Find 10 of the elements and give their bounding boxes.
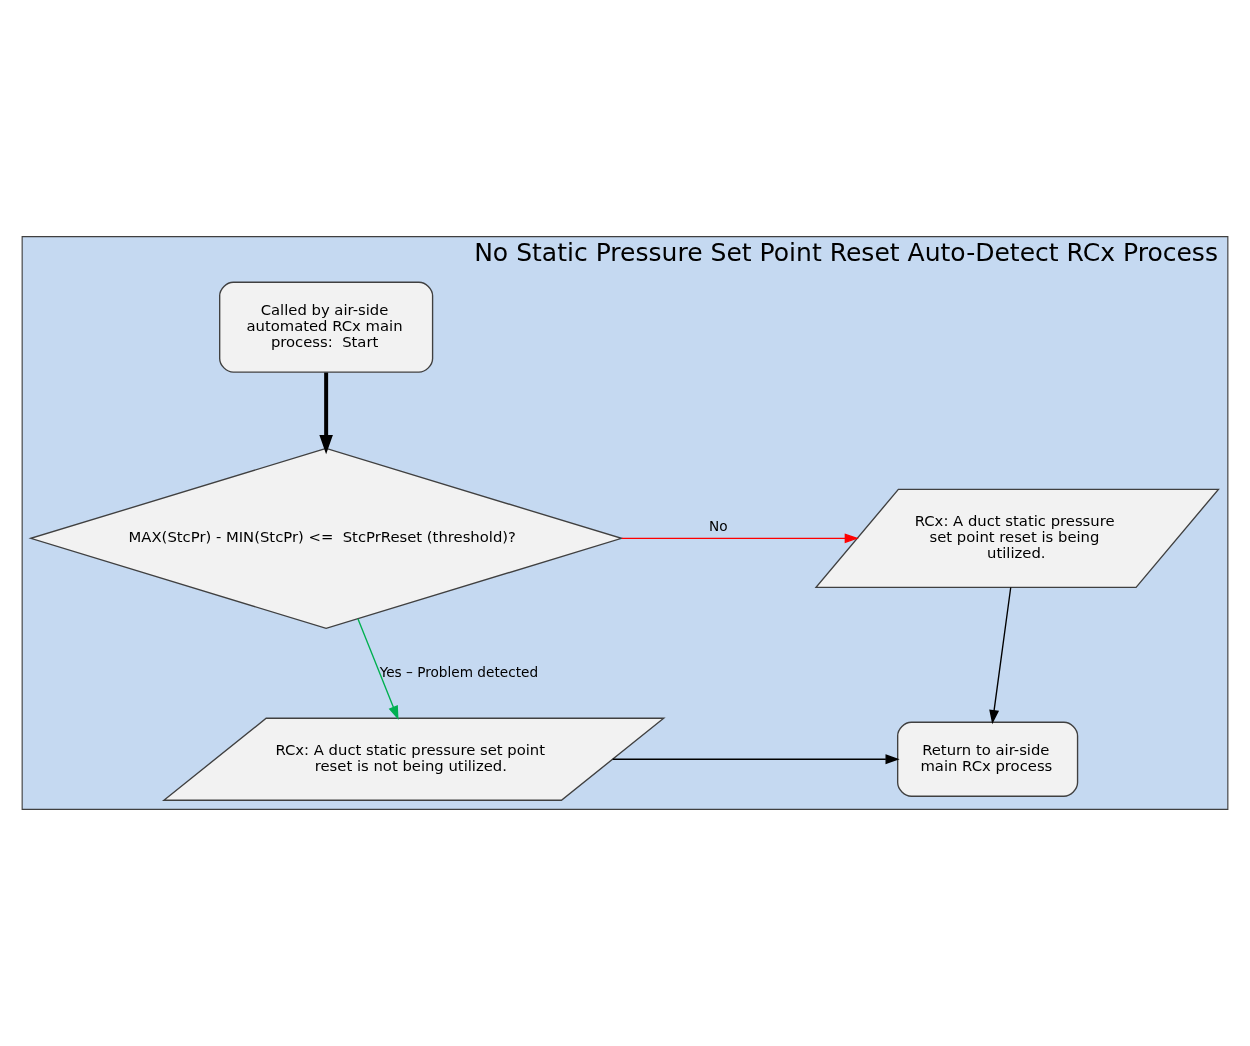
node-box: Return to air-side main RCx process [897, 721, 1079, 797]
edge-label: No [709, 518, 728, 535]
arrow [621, 533, 859, 544]
edge-label: Yes – Problem detected [379, 663, 539, 680]
arrow [612, 754, 900, 765]
arrow [989, 586, 1012, 725]
node-box: Called by air-side automated RCx main process: Start [219, 281, 434, 373]
node-diamond: MAX(StcPr) - MIN(StcPr) <= StcPrReset (threshold)? [28, 447, 624, 630]
arrow [319, 372, 333, 455]
arrow [357, 618, 399, 720]
